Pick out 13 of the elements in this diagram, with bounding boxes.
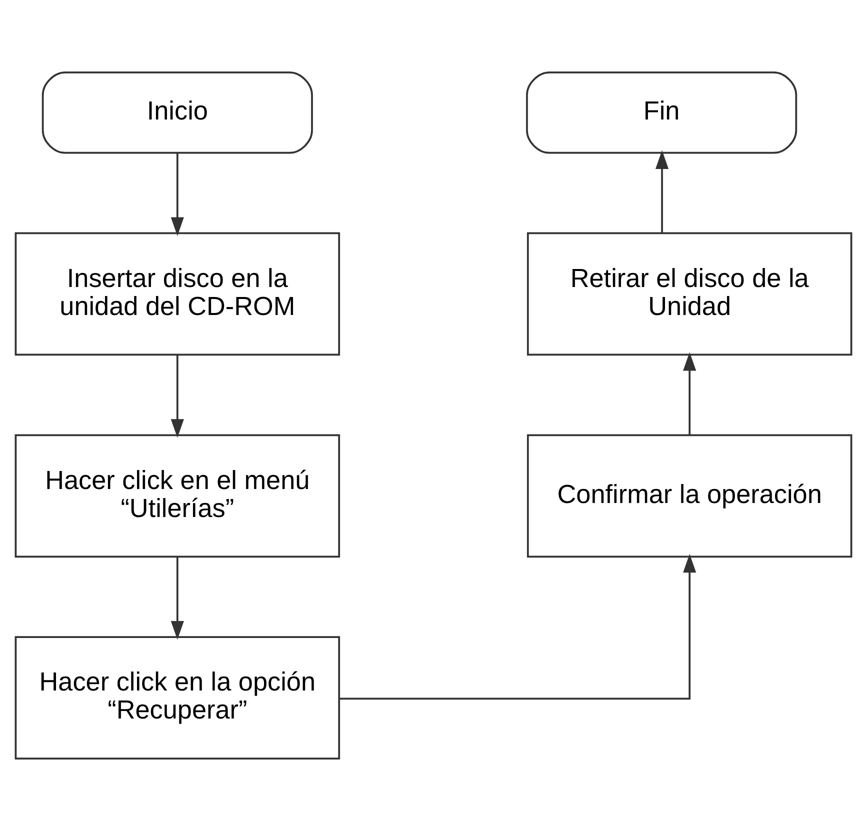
node-box: Insertar disco en la unidad del CD-ROM xyxy=(14,232,340,356)
node-box: Fin xyxy=(526,71,798,154)
arrow xyxy=(170,354,184,438)
node-box: Hacer click en la opción “Recuperar” xyxy=(14,636,340,759)
arrow xyxy=(339,553,696,700)
node-box: Inicio xyxy=(42,71,313,154)
arrow xyxy=(683,352,696,434)
node-box: Retirar el disco de la Unidad xyxy=(526,232,852,356)
arrow xyxy=(655,150,669,233)
arrow xyxy=(170,152,184,236)
arrow xyxy=(170,556,184,640)
node-box: Hacer click en el menú “Utilerías” xyxy=(14,434,340,558)
node-box: Confirmar la operación xyxy=(526,434,852,558)
